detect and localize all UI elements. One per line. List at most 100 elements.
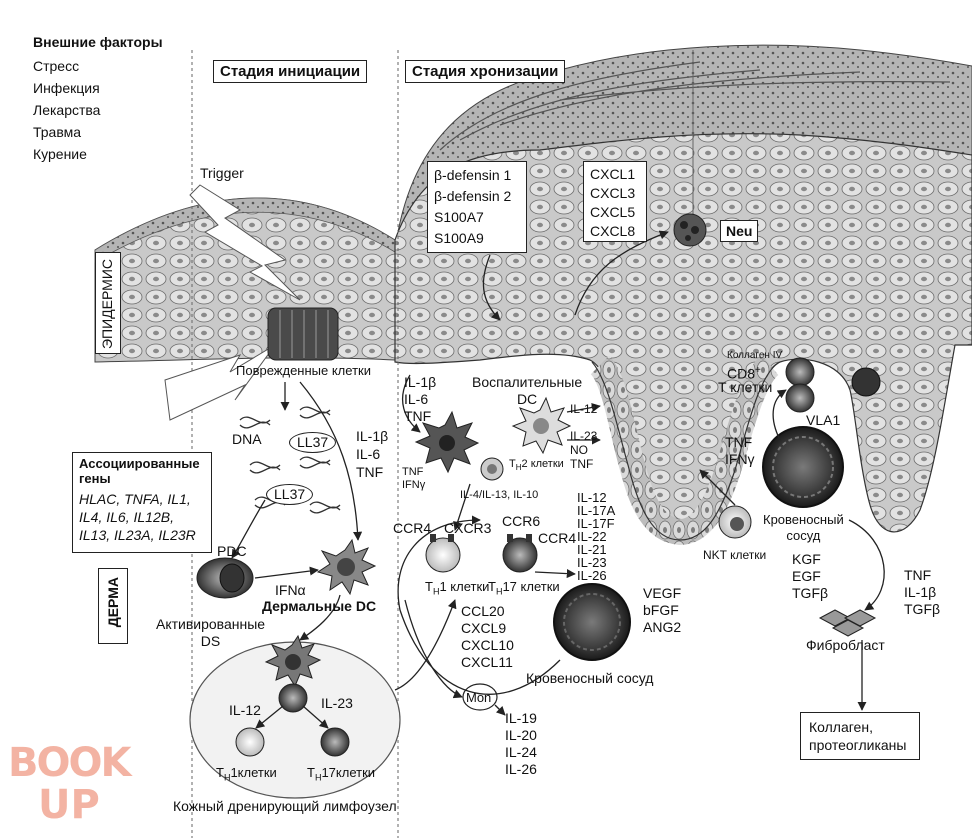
- cytokine: IL-12: [577, 490, 607, 505]
- trigger-lightning-top: [189, 184, 301, 301]
- cytokine: TGFβ: [904, 601, 941, 617]
- external-factor: Инфекция: [33, 80, 100, 96]
- chemokine: CXCL10: [461, 637, 514, 653]
- cxcl-item: CXCL8: [590, 223, 636, 239]
- vessel-line: Кровеносный: [763, 512, 844, 527]
- h-sub: H: [495, 586, 503, 597]
- vessel-line: сосуд: [786, 528, 821, 543]
- fibroblast-cells: [818, 609, 877, 637]
- damaged-cells-lines: [279, 310, 329, 358]
- associated-genes-list: HLAC, TNFA, IL1, IL4, IL6, IL12B, IL13, …: [79, 491, 196, 543]
- cytokine: IL-19: [505, 710, 537, 726]
- mon-il-list: IL-19 IL-20 IL-24 IL-26: [505, 710, 537, 778]
- epidermis-label: ЭПИДЕРМИС: [95, 252, 121, 354]
- external-factor: Лекарства: [33, 102, 101, 118]
- inflammatory-dc-line: Воспалительные: [472, 374, 583, 390]
- th2-label: TH2 клетки: [509, 456, 564, 476]
- activated-ds-cell: [264, 634, 322, 688]
- il-cytokines-left: IL-1β IL-6 TNF: [356, 427, 388, 481]
- cd8-sup: +: [755, 365, 761, 376]
- th1-node-text: 1клетки: [230, 765, 277, 780]
- growth-factor: EGF: [792, 568, 821, 584]
- cytokine: IFNγ: [402, 479, 426, 491]
- defensin-item: β-defensin 1: [434, 167, 512, 183]
- damaged-cells-label: Поврежденные клетки: [236, 363, 371, 378]
- associated-genes-title: Ассоциированные гены: [79, 456, 200, 486]
- cd8-label: CD8+: [727, 362, 761, 383]
- activated-ds-label: Активированные DS: [156, 616, 265, 650]
- trigger-lightning-bottom: [164, 344, 276, 421]
- cytokine: NO: [570, 443, 588, 457]
- cytokine: IL-12: [570, 402, 598, 416]
- chemokine: CXCL9: [461, 620, 507, 636]
- cytokine: IL-21: [577, 542, 607, 557]
- chemokine: CXCL11: [461, 654, 513, 670]
- cytokine: TNF: [356, 464, 384, 480]
- ccr4-label-a: CCR4: [393, 520, 432, 536]
- blood-vessel-center-label: Кровеносный сосуд: [526, 670, 654, 686]
- cytokine: IL-26: [505, 761, 537, 777]
- th1-cells-label: TH1 клетки: [425, 578, 489, 601]
- growth-factors-list: VEGF bFGF ANG2: [643, 585, 681, 636]
- external-factors-list: Стресс Инфекция Лекарства Травма Курение: [33, 55, 100, 165]
- stage-initiation-label: Стадия инициации: [213, 60, 368, 83]
- external-factor: Курение: [33, 146, 87, 162]
- pdc-label: PDC: [217, 543, 247, 559]
- cytokine: IL-23: [577, 555, 607, 570]
- cytokine: IL-23: [570, 429, 598, 443]
- tnf-ifn-small: TNF IFNγ: [402, 466, 425, 492]
- growth-factor: VEGF: [643, 585, 682, 601]
- basal-layer-outline: [591, 361, 781, 541]
- dermal-dc-label: Дермальные DC: [262, 598, 377, 614]
- cytokine: IL-20: [505, 727, 537, 743]
- collagen-line: Коллаген,: [809, 719, 873, 735]
- il17-list: IL-12 IL-17A IL-17F IL-22 IL-21 IL-23 IL…: [577, 491, 615, 582]
- cytokine: TNF: [904, 567, 932, 583]
- cytokine: IL-17A: [577, 503, 616, 518]
- external-factor: Травма: [33, 124, 82, 140]
- node-th17-label: TH17клетки: [307, 764, 375, 787]
- t-letter: T: [307, 765, 315, 780]
- activated-ds-line: DS: [200, 633, 221, 649]
- cytokine: TNF: [725, 434, 753, 450]
- cytokine: TNF: [404, 408, 432, 424]
- dermal-dc-cell: [316, 538, 377, 596]
- nkt-cell: [718, 505, 752, 539]
- watermark-logo-top: BOOK: [8, 740, 131, 786]
- th1-node-cell: [235, 727, 265, 757]
- cytokine: IL-24: [505, 744, 537, 760]
- growth-factor: TGFβ: [792, 585, 829, 601]
- derma-label-box: ДЕРМА: [98, 568, 128, 644]
- il4-13-10-label: IL-4/IL-13, IL-10: [460, 489, 539, 501]
- dna-label: DNA: [232, 431, 262, 447]
- derma-label: ДЕРМА: [105, 577, 121, 628]
- associated-genes-box: Ассоциированные гены HLAC, TNFA, IL1, IL…: [72, 452, 212, 553]
- external-factors-title: Внешние факторы: [33, 34, 163, 50]
- th17-cell: [502, 534, 538, 573]
- cytokine: IL-1β: [904, 584, 937, 600]
- cytokine: IL-22: [577, 529, 607, 544]
- th1-cell: [425, 534, 461, 573]
- cytokine: TNF: [570, 457, 594, 471]
- ll37-label-a: LL37: [289, 432, 337, 453]
- cytokine: IL-6: [356, 446, 381, 462]
- defensin-item: β-defensin 2: [434, 188, 512, 204]
- external-factor: Стресс: [33, 58, 80, 74]
- inflammatory-dc-line: DC: [516, 391, 538, 407]
- cxcr3-label: CXCR3: [444, 520, 492, 536]
- chemokine: CCL20: [461, 603, 505, 619]
- blood-vessel-right: [762, 426, 844, 508]
- cytokine: IFNγ: [725, 451, 755, 467]
- mature-dc-cell: [414, 410, 480, 474]
- t-letter: T: [488, 579, 496, 594]
- ifn-alpha-label: IFNα: [275, 582, 306, 598]
- tnf-il-tgf-list: TNF IL-1β TGFβ: [904, 567, 940, 618]
- blood-vessel-center: [553, 583, 631, 661]
- lymph-node-label: Кожный дренирующий лимфоузел: [173, 798, 397, 814]
- collagen-iv-label: Коллаген IV: [727, 350, 783, 361]
- th17-text: 17 клетки: [502, 579, 560, 594]
- t-letter: T: [425, 579, 433, 594]
- stage-chronic-label: Стадия хронизации: [405, 60, 566, 83]
- growth-factor: bFGF: [643, 602, 679, 618]
